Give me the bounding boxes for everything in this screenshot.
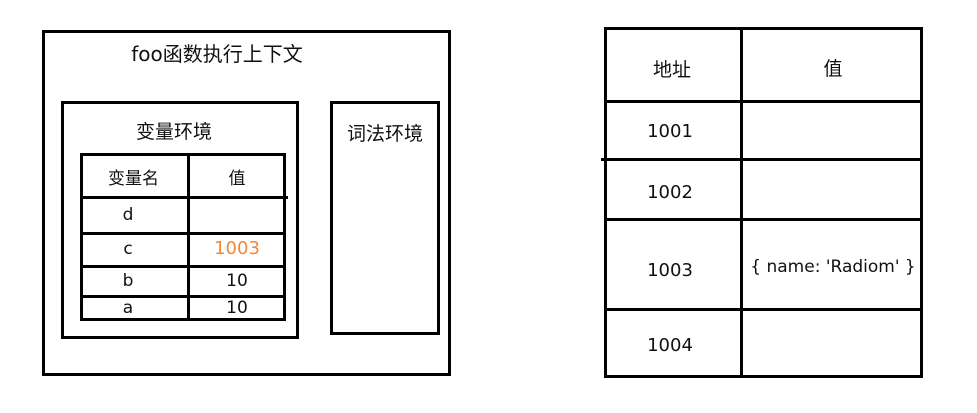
memory-row-address: 1001 — [647, 121, 693, 142]
variable-row-value: 10 — [226, 271, 248, 291]
variable-row-value: 10 — [226, 298, 248, 318]
variable-table — [80, 153, 286, 321]
variable-env-box — [61, 101, 299, 339]
variable-row-value: 1003 — [214, 238, 260, 259]
execution-context-box — [42, 30, 451, 376]
memory-header-address: 地址 — [652, 59, 691, 81]
memory-table — [604, 27, 923, 378]
variable-row-name: c — [123, 239, 133, 259]
memory-row-address: 1003 — [647, 260, 693, 281]
variable-header-value: 值 — [228, 169, 246, 189]
lexical-env-title: 词法环境 — [346, 123, 423, 145]
variable-row-name: a — [122, 298, 134, 318]
memory-row-address: 1002 — [647, 182, 693, 203]
variable-header-name: 变量名 — [108, 169, 159, 189]
variable-env-title: 变量环境 — [135, 121, 212, 143]
memory-table-divider — [740, 27, 743, 378]
memory-row-address: 1004 — [647, 335, 693, 356]
variable-row-name: d — [122, 205, 134, 225]
lexical-env-box — [330, 101, 440, 335]
variable-row-name: b — [122, 271, 134, 291]
execution-context-title: foo函数执行上下文 — [131, 42, 303, 66]
memory-row-value: { name: 'Radiom' } — [750, 257, 916, 277]
memory-header-value: 值 — [823, 58, 843, 80]
variable-table-divider — [187, 153, 190, 321]
